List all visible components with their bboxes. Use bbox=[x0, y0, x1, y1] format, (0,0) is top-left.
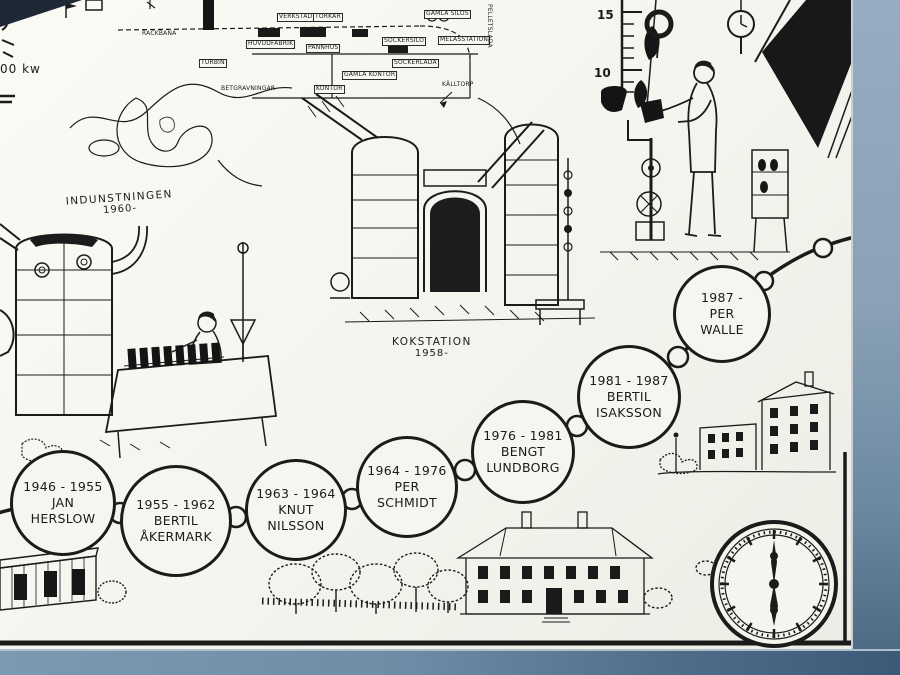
photo-background-bottom bbox=[0, 649, 900, 675]
name-line: PER bbox=[394, 478, 420, 494]
name-line: NILSSON bbox=[267, 518, 325, 534]
power-label: 00 kw bbox=[0, 62, 41, 76]
name-line: ÅKERMARK bbox=[140, 529, 212, 545]
map-label: PANNHUS bbox=[306, 44, 341, 53]
map-label: RACKBANA bbox=[142, 30, 177, 37]
map-label: TURBIN bbox=[199, 59, 227, 68]
map-label: TORKAR bbox=[313, 13, 343, 22]
trees-sketch bbox=[261, 552, 717, 614]
clock-ticks bbox=[720, 530, 828, 638]
name-line: HERSLOW bbox=[30, 511, 96, 527]
map-label: SOCKERSILO bbox=[382, 37, 427, 46]
name-line: BERTIL bbox=[606, 388, 652, 404]
map-label: HUVUDFABRIK bbox=[246, 40, 296, 49]
map-label: KÄLLTORP bbox=[442, 81, 474, 88]
caption-kokstation-name: KOKSTATION bbox=[392, 336, 472, 348]
map-label: PELLETSLADA bbox=[485, 4, 493, 48]
map-label: KONTOR bbox=[314, 85, 345, 94]
name-line: WALLE bbox=[700, 322, 744, 338]
years-label: 1946 - 1955 bbox=[23, 478, 103, 494]
name-line: ISAKSSON bbox=[595, 405, 663, 421]
name-line: LUNDBORG bbox=[486, 460, 560, 476]
gauge-clock bbox=[727, 0, 755, 54]
years-label: 1981 - 1987 bbox=[589, 372, 669, 388]
town-illustration bbox=[657, 371, 837, 475]
map-label: BETGRAVNINGAR bbox=[221, 85, 276, 92]
name-line: PER bbox=[709, 305, 735, 321]
map-label: VERKSTAD bbox=[277, 13, 315, 22]
evaporation-illustration bbox=[0, 223, 278, 463]
kokstation-illustration bbox=[301, 93, 596, 325]
map-label: SOCKERLADA bbox=[392, 59, 439, 68]
years-label: 1964 - 1976 bbox=[367, 462, 447, 478]
years-label: 1987 - bbox=[700, 289, 744, 305]
ruler-mark-15: 15 bbox=[597, 8, 614, 22]
clock-illustration bbox=[710, 520, 838, 648]
barn-illustration bbox=[0, 547, 127, 611]
name-line: BERTIL bbox=[153, 512, 199, 528]
name-line: KNUT bbox=[278, 501, 314, 517]
map-label: GAMLA KONTOR bbox=[342, 71, 398, 80]
factory-map-sketch bbox=[69, 10, 521, 187]
years-label: 1976 - 1981 bbox=[483, 427, 563, 443]
caption-kokstation-year: 1958- bbox=[414, 348, 449, 359]
manor-house-illustration bbox=[455, 511, 654, 623]
years-label: 1955 - 1962 bbox=[136, 496, 216, 512]
years-label: 1963 - 1964 bbox=[256, 485, 336, 501]
measuring-pole bbox=[601, 0, 660, 119]
name-line: JAN bbox=[51, 494, 75, 510]
name-line: SCHMIDT bbox=[377, 495, 437, 511]
name-line: BENGT bbox=[500, 443, 546, 459]
map-label: MELASSTATION bbox=[438, 36, 491, 45]
photo-background-right bbox=[851, 0, 900, 675]
worker-illustration bbox=[600, 0, 894, 261]
caption-kokstation: KOKSTATION 1958- bbox=[392, 336, 472, 359]
map-label: GAMLA SILOS bbox=[424, 10, 471, 19]
ruler-mark-10: 10 bbox=[594, 66, 611, 80]
